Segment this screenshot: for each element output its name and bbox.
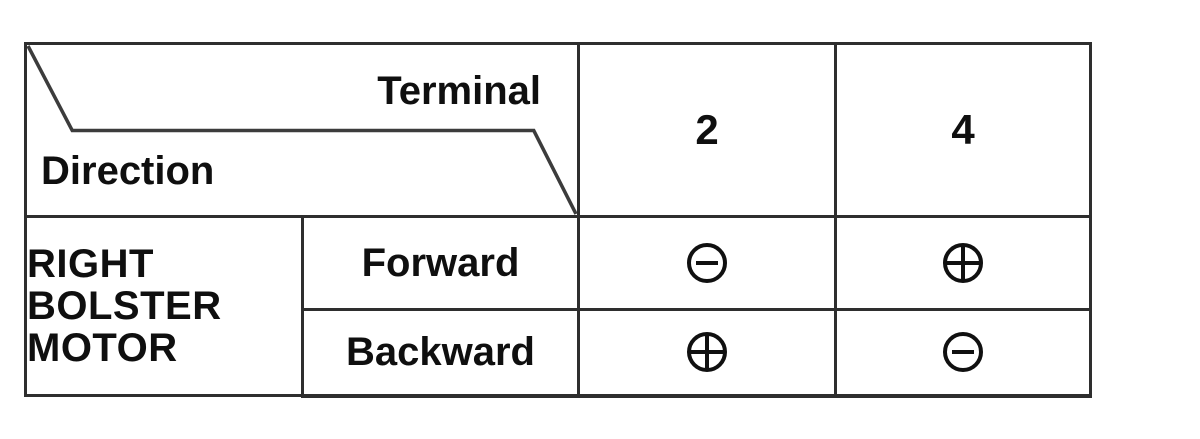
circled-minus-icon <box>687 243 727 283</box>
motor-group-label-line: MOTOR <box>27 326 178 370</box>
direction-label-backward: Backward <box>301 308 580 398</box>
backward-terminal-2-cell <box>577 308 837 398</box>
forward-terminal-2-cell <box>577 215 837 311</box>
forward-terminal-4-cell <box>834 215 1092 311</box>
motor-group-label-line: BOLSTER <box>27 284 222 328</box>
motor-group-label-line: RIGHT <box>27 242 154 286</box>
table-row: RIGHT BOLSTER MOTOR Forward <box>24 215 1092 397</box>
terminal-polarity-table: Terminal Direction 2 4 RIGHT BOLSTER MOT… <box>24 42 1092 398</box>
table-row: Backward <box>26 308 1092 398</box>
terminal-column-header-2: 2 <box>577 42 837 218</box>
terminal-axis-label: Terminal <box>377 69 541 113</box>
motor-group-cell: RIGHT BOLSTER MOTOR <box>24 215 304 397</box>
terminal-column-header-4: 4 <box>834 42 1092 218</box>
diagonal-split-line <box>27 45 577 215</box>
direction-axis-label: Direction <box>41 149 215 193</box>
circled-minus-icon <box>943 332 983 373</box>
backward-terminal-4-cell <box>834 308 1092 398</box>
circled-plus-icon <box>687 332 727 373</box>
direction-label-forward: Forward <box>301 215 580 311</box>
diagonal-header-cell: Terminal Direction <box>24 42 580 218</box>
circled-plus-icon <box>943 243 983 283</box>
